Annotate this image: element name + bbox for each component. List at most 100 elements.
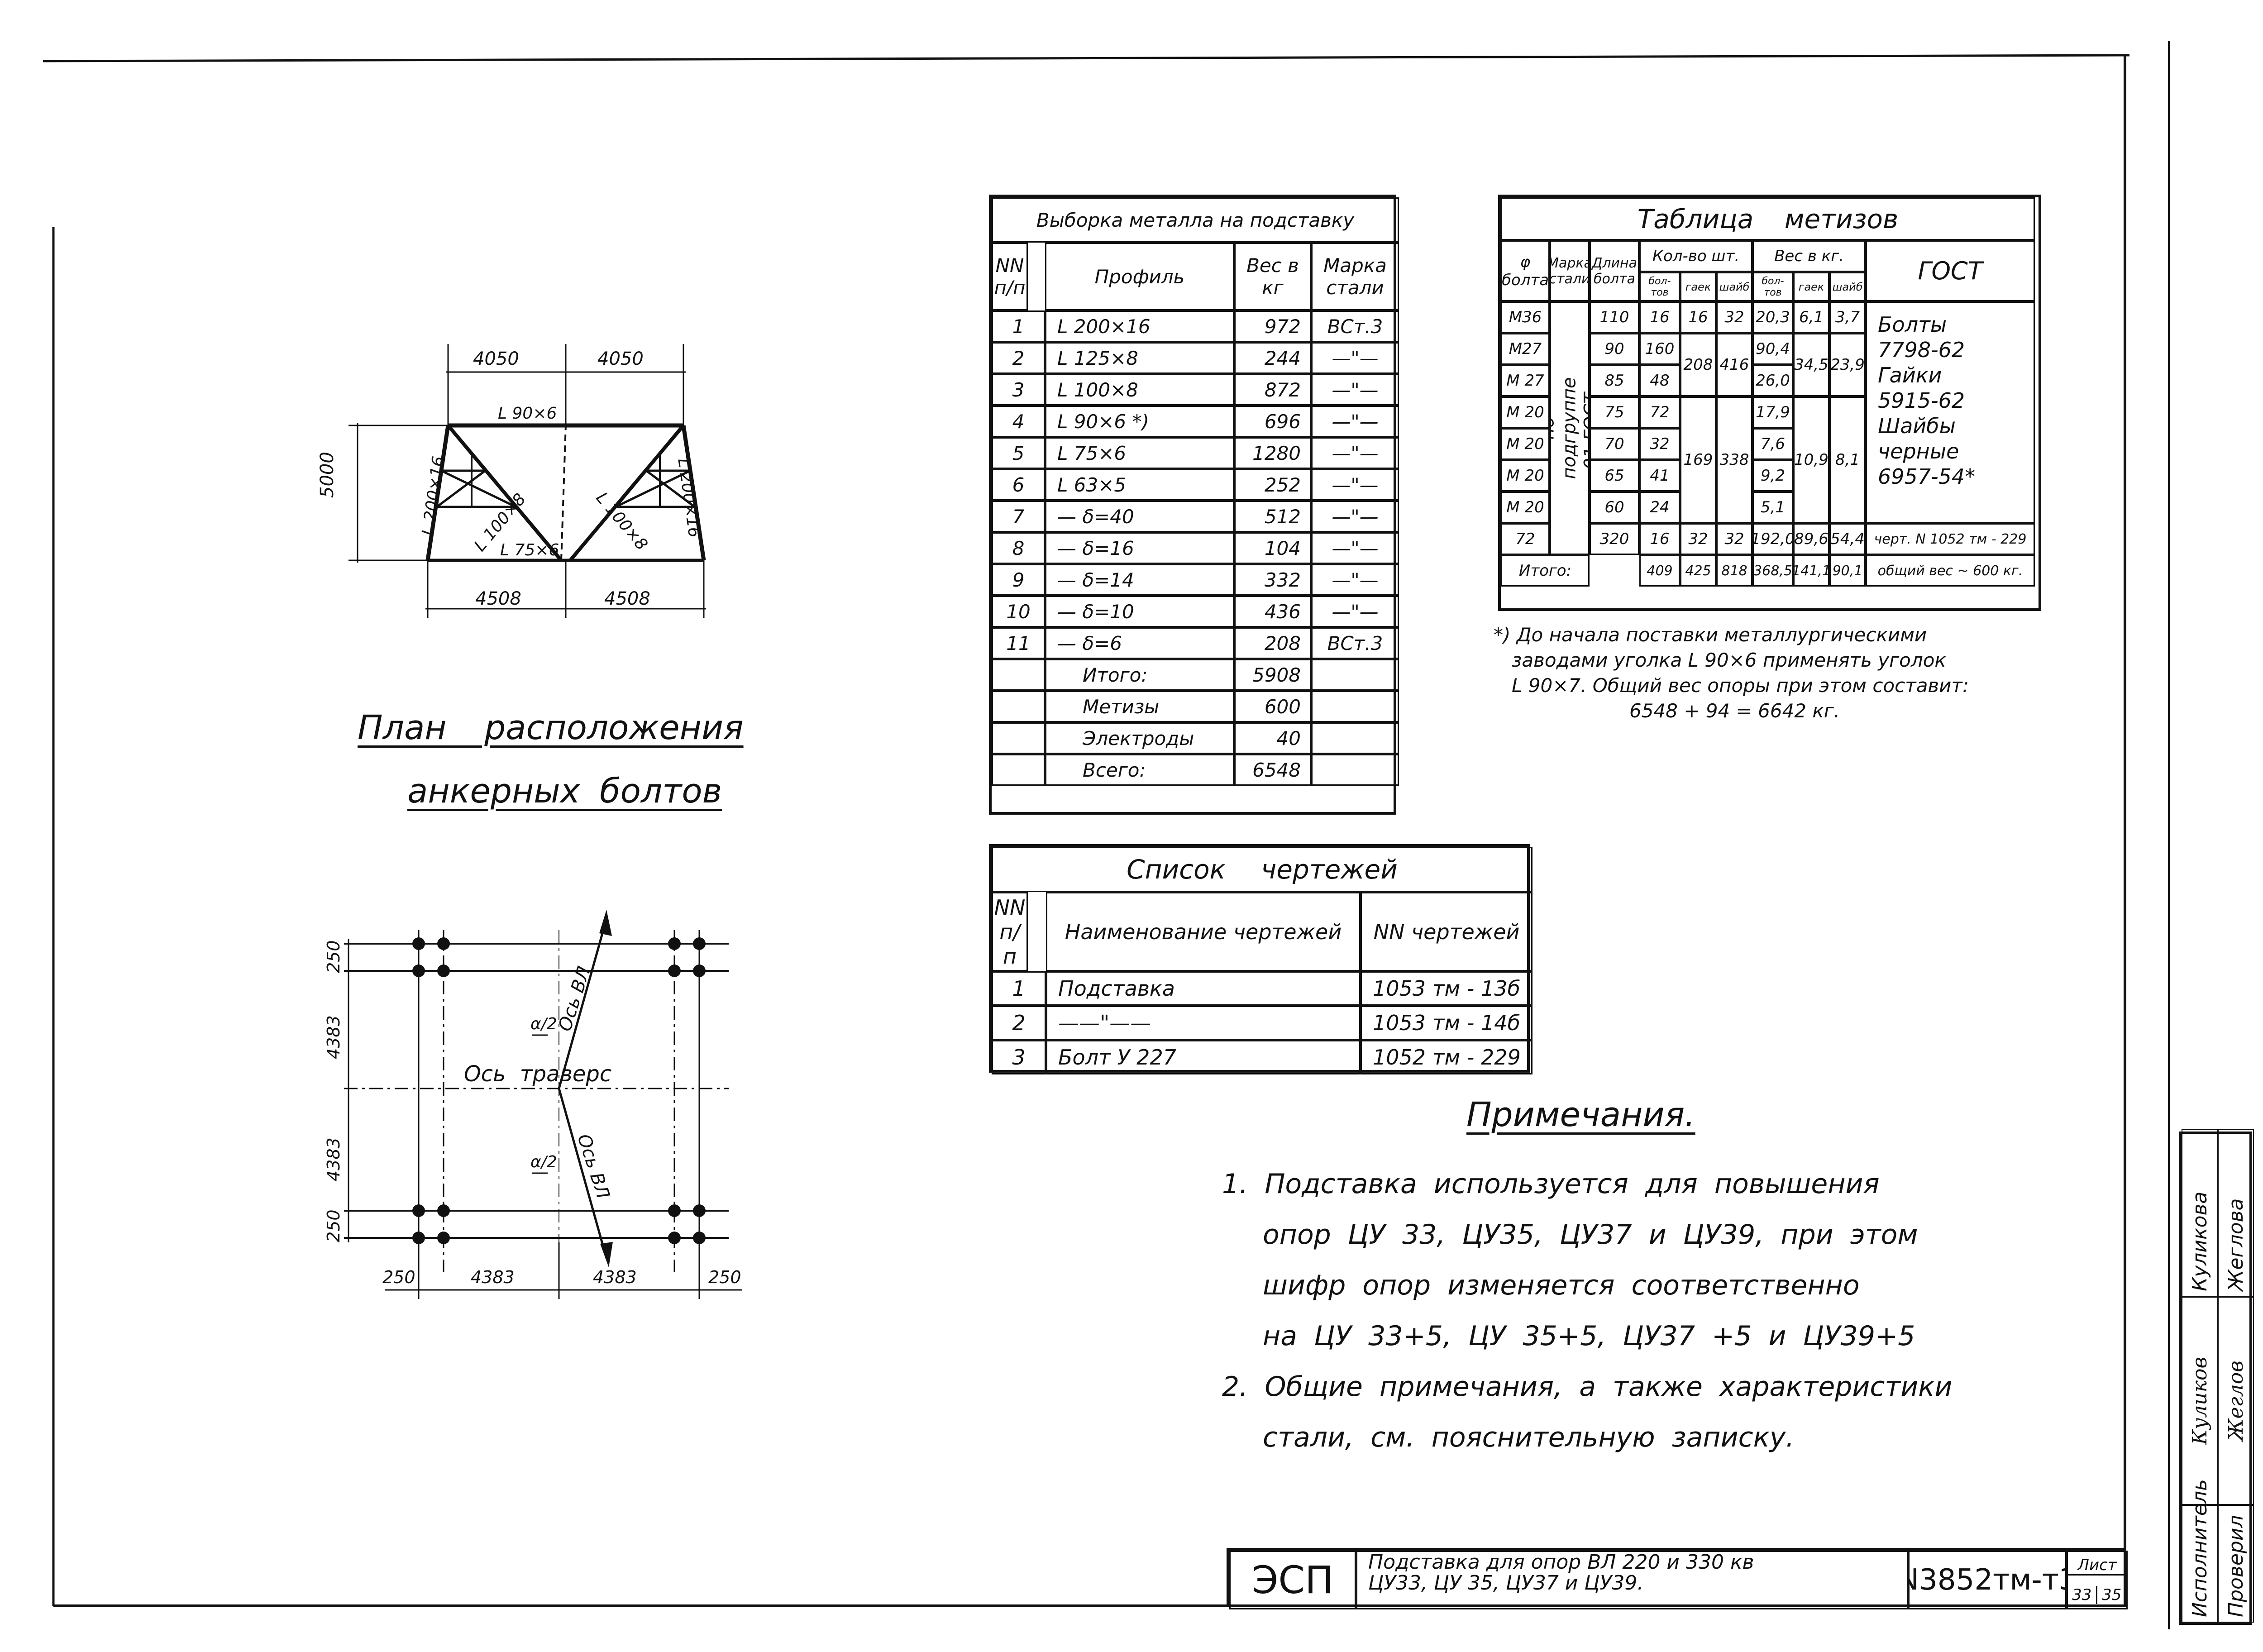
hw-gost-block: Болты 7798-62 Гайки 5915-62 Шайбы черные…: [1866, 301, 2035, 523]
metal-total-empty: [992, 691, 1045, 722]
note-line-1: 1. Подставка используется для повышения: [1222, 1168, 1880, 1200]
stamp-name-1: Куликова: [2182, 1129, 2218, 1297]
hw-sub-nuts: гаек: [1680, 272, 1716, 301]
hw-m20-nuts-w: 10,9: [1793, 396, 1829, 523]
sheet-number-block: Лист 33 35: [2067, 1551, 2128, 1609]
note-line-5: 2. Общие примечания, а также характерист…: [1222, 1371, 1953, 1403]
dim-left-250-bottom: 250: [324, 1209, 344, 1242]
hw-sub-washers: шайб: [1716, 272, 1752, 301]
hw-m27-washers: 416: [1716, 333, 1752, 396]
hw-row-diameter: М 20: [1501, 492, 1550, 523]
hw-total-value: 818: [1716, 555, 1752, 587]
gost-washers-number: 6957-54*: [1878, 464, 1976, 489]
dim-left-4383-bottom: 4383: [324, 1137, 344, 1181]
stamp-role-2: Проверил: [2218, 1505, 2254, 1623]
hw-row-nuts: 16: [1680, 301, 1716, 333]
plan-title-line2: анкерных болтов: [407, 772, 722, 811]
metal-row-nn: 5: [992, 437, 1045, 469]
stamp-signature-2: Жеглов: [2218, 1297, 2254, 1505]
gost-washers: Шайбы: [1878, 414, 1956, 438]
footnote: *) До начала поставки металлургическими …: [1494, 622, 1969, 724]
metal-row-profile: — δ=40: [1045, 501, 1234, 532]
metal-total-empty: [992, 659, 1045, 691]
stamp-signature-1: Куликов: [2182, 1297, 2218, 1505]
hardware-table: Таблица метизов φ болта Марка стали Длин…: [1498, 195, 2041, 611]
dim-bottom-right: 4508: [604, 588, 650, 609]
metal-row-weight: 696: [1234, 406, 1311, 437]
metal-row-nn: 4: [992, 406, 1045, 437]
hw-row-bolts-w: 90,4: [1752, 333, 1793, 365]
metal-row-weight: 512: [1234, 501, 1311, 532]
hw-header-qty: Кол-во шт.: [1639, 240, 1752, 272]
title-desc-line-1: Подставка для опор ВЛ 220 и 330 кв: [1368, 1551, 1754, 1574]
hw-m20-nuts: 169: [1680, 396, 1716, 523]
hw-m27-washers-w: 23,9: [1829, 333, 1866, 396]
metal-header-steel: Марка стали: [1311, 243, 1399, 310]
hw-row-bolts-w: 20,3: [1752, 301, 1793, 333]
gost-washers-black: черные: [1878, 439, 1959, 463]
hw-row-bolts: 48: [1639, 365, 1680, 396]
list-row-number: 1052 тм - 229: [1361, 1040, 1533, 1074]
list-header-name: Наименование чертежей: [1046, 892, 1361, 971]
metal-row-steel: —"—: [1311, 596, 1399, 627]
metal-selection-table: Выборка металла на подставку NN п/п Проф…: [989, 195, 1399, 815]
hw-m27-nuts-w: 34,5: [1793, 333, 1829, 396]
drawings-list-table: Список чертежей NN п/п Наименование черт…: [989, 844, 1533, 1074]
gost-nuts: Гайки: [1878, 363, 1942, 387]
hw-m20-washers: 338: [1716, 396, 1752, 523]
metal-row-weight: 244: [1234, 342, 1311, 374]
sheet-current: 33: [2068, 1586, 2097, 1604]
gost-total-weight: общий вес ~ 600 кг.: [1866, 555, 2035, 587]
hw-row-length: 320: [1590, 523, 1639, 555]
metal-row-nn: 2: [992, 342, 1045, 374]
list-row-nn: 2: [992, 1006, 1046, 1040]
hw-row-bolts: 72: [1639, 396, 1680, 428]
metal-total-empty: [992, 722, 1045, 754]
label-top-chord: L 90×6: [498, 404, 557, 423]
hw-sub-bolts-w: бол-тов: [1752, 272, 1793, 301]
list-header-nn: NN п/п: [992, 892, 1028, 971]
metal-total-empty: [1311, 722, 1399, 754]
note-line-2: опор ЦУ 33, ЦУ35, ЦУ37 и ЦУ39, при этом: [1263, 1219, 1918, 1251]
hw-row-diameter: М36: [1501, 301, 1550, 333]
footnote-line-3: L 90×7. Общий вес опоры при этом состави…: [1512, 674, 1969, 697]
list-row-nn: 3: [992, 1040, 1046, 1074]
metal-row-steel: —"—: [1311, 532, 1399, 564]
dim-bottom-left: 4508: [475, 588, 521, 609]
half-alpha-upper: α/2: [530, 1015, 557, 1033]
metal-total-value: 40: [1234, 722, 1311, 754]
note-line-6: стали, см. пояснительную записку.: [1263, 1422, 1795, 1453]
metal-total-empty: [1311, 754, 1399, 786]
hw-row-nuts-w: 6,1: [1793, 301, 1829, 333]
hw-m20-washers-w: 8,1: [1829, 396, 1866, 523]
hw-row-bolts: 32: [1639, 428, 1680, 460]
hw-total-value: 90,1: [1829, 555, 1866, 587]
hw-row-bolts-w: 17,9: [1752, 396, 1793, 428]
metal-row-weight: 208: [1234, 627, 1311, 659]
footnote-line-4: 6548 + 94 = 6642 кг.: [1629, 700, 1840, 722]
note-line-4: на ЦУ 33+5, ЦУ 35+5, ЦУ37 +5 и ЦУ39+5: [1263, 1320, 1915, 1352]
hw-row-bolts: 16: [1639, 523, 1680, 555]
metal-total-value: 600: [1234, 691, 1311, 722]
dim-bottom-250-right: 250: [708, 1267, 741, 1287]
metal-row-nn: 7: [992, 501, 1045, 532]
hw-steel-note-cell: ВСт.3 или по подгруппе 01 ГОСТ. 1759-62: [1550, 301, 1590, 555]
title-block: ЭСП Подставка для опор ВЛ 220 и 330 кв Ц…: [1227, 1548, 2128, 1609]
dim-left-4383-top: 4383: [324, 1015, 344, 1059]
hw-total-value: 425: [1680, 555, 1716, 587]
metal-total-empty: [992, 754, 1045, 786]
hw-row-diameter: М 20: [1501, 428, 1550, 460]
hw-header-weight: Вес в кг.: [1752, 240, 1866, 272]
list-row-name: ——"——: [1046, 1006, 1361, 1040]
hw-header-length: Длина болта: [1590, 240, 1639, 301]
label-bottom-chord: L 75×6: [500, 541, 559, 559]
metal-total-empty: [1311, 691, 1399, 722]
metal-row-weight: 104: [1234, 532, 1311, 564]
metal-total-value: 5908: [1234, 659, 1311, 691]
dim-top-left: 4050: [473, 349, 519, 369]
metal-row-profile: L 63×5: [1045, 469, 1234, 501]
hw-row-length: 110: [1590, 301, 1639, 333]
